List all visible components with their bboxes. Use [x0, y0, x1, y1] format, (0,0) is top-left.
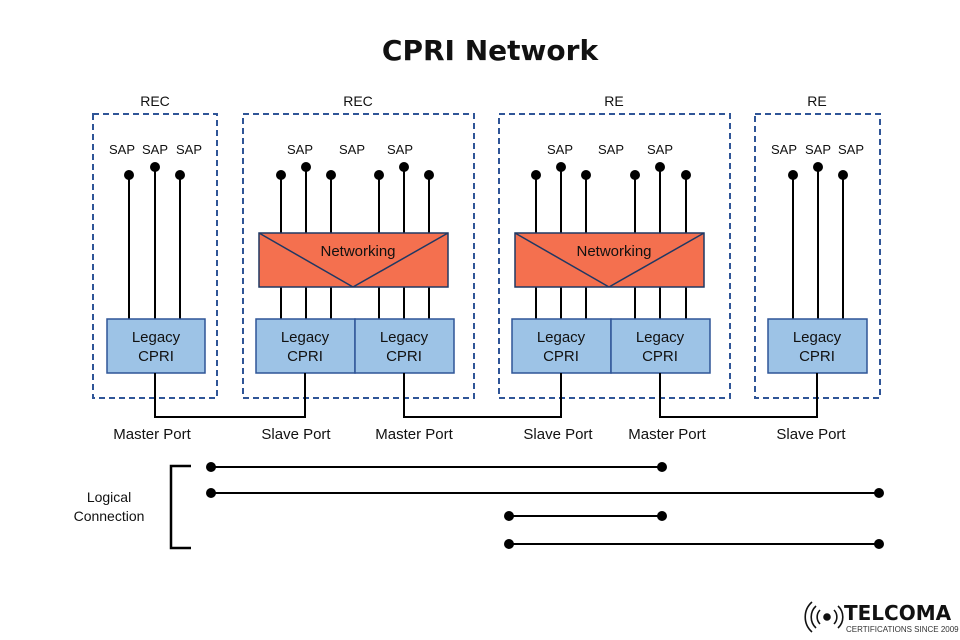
logical-connection-line: [206, 488, 884, 498]
port-label-master: Master Port: [375, 426, 453, 443]
sap-label: SAP: [838, 142, 864, 157]
legacy-label-line2: CPRI: [287, 348, 323, 365]
sap-label: SAP: [547, 142, 573, 157]
sap-label: SAP: [142, 142, 168, 157]
sap-label: SAP: [598, 142, 624, 157]
group-label-re-1: RE: [604, 93, 623, 109]
networking-label: Networking: [320, 243, 395, 260]
legacy-cpri-box: Legacy CPRI: [354, 318, 455, 374]
group-rec-2: REC: [242, 93, 475, 399]
legacy-label-line2: CPRI: [642, 348, 678, 365]
legacy-label-line2: CPRI: [799, 348, 835, 365]
port-label-master: Master Port: [628, 426, 706, 443]
logical-connection-label-line1: Logical: [87, 489, 131, 505]
re-1-sap-dots: [531, 162, 691, 180]
telcoma-logo: TELCOMA CERTIFICATIONS SINCE 2009: [804, 601, 959, 634]
signal-icon: [804, 601, 844, 633]
sap-label: SAP: [176, 142, 202, 157]
port-label-slave: Slave Port: [261, 426, 331, 443]
group-label-rec-2: REC: [343, 93, 373, 109]
port-label-slave: Slave Port: [523, 426, 593, 443]
legacy-label-line1: Legacy: [793, 329, 842, 346]
port-label-slave: Slave Port: [776, 426, 846, 443]
sap-label: SAP: [287, 142, 313, 157]
sap-label: SAP: [109, 142, 135, 157]
legacy-label-line2: CPRI: [138, 348, 174, 365]
group-re-1: RE: [498, 93, 731, 399]
group-label-re-2: RE: [807, 93, 826, 109]
rec-1-sap-dots: [124, 162, 185, 180]
networking-box-re: Networking: [514, 232, 705, 288]
legacy-cpri-box: Legacy CPRI: [610, 318, 711, 374]
logical-connection-line: [504, 511, 667, 521]
logical-connection-bracket: [169, 464, 191, 550]
legacy-cpri-box: Legacy CPRI: [511, 318, 612, 374]
legacy-cpri-box: Legacy CPRI: [767, 318, 868, 374]
sap-label: SAP: [339, 142, 365, 157]
re-2-sap-dots: [788, 162, 848, 180]
rec-2-sap-dots: [276, 162, 434, 180]
sap-label: SAP: [647, 142, 673, 157]
logical-connection-line: [504, 539, 884, 549]
group-label-rec-1: REC: [140, 93, 170, 109]
sap-label: SAP: [387, 142, 413, 157]
networking-box-rec: Networking: [258, 232, 449, 288]
legacy-cpri-box: Legacy CPRI: [106, 318, 206, 374]
legacy-cpri-box: Legacy CPRI: [255, 318, 356, 374]
legacy-label-line1: Legacy: [636, 329, 685, 346]
legacy-label-line1: Legacy: [380, 329, 429, 346]
networking-label: Networking: [576, 243, 651, 260]
legacy-label-line1: Legacy: [132, 329, 181, 346]
logical-connection-line: [206, 462, 667, 472]
logo-tagline: CERTIFICATIONS SINCE 2009: [846, 625, 959, 634]
diagram-title: CPRI Network: [382, 34, 600, 67]
legacy-label-line1: Legacy: [281, 329, 330, 346]
sap-label: SAP: [771, 142, 797, 157]
port-label-master: Master Port: [113, 426, 191, 443]
logical-connection-label-line2: Connection: [74, 508, 145, 524]
legacy-label-line2: CPRI: [543, 348, 579, 365]
legacy-label-line2: CPRI: [386, 348, 422, 365]
re-2-sap-lines: [792, 167, 844, 319]
legacy-label-line1: Legacy: [537, 329, 586, 346]
logo-name: TELCOMA: [844, 601, 952, 625]
rec-1-sap-lines: [128, 167, 181, 319]
physical-links: [154, 373, 818, 418]
sap-label: SAP: [805, 142, 831, 157]
